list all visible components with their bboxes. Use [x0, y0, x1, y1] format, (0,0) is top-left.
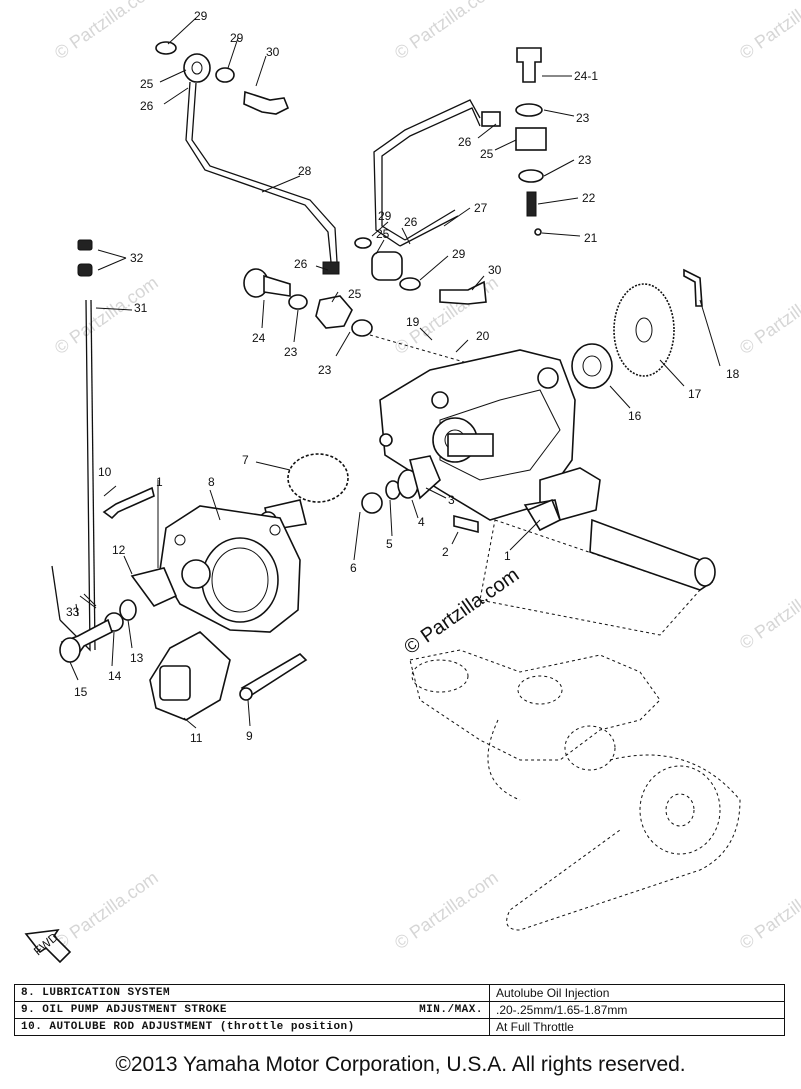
callout-29: 29	[452, 247, 466, 261]
callout-11: 11	[190, 731, 203, 745]
callout-23: 23	[318, 363, 332, 377]
watermark: © Partzilla.com	[51, 0, 162, 63]
spec-row: 9. OIL PUMP ADJUSTMENT STROKE MIN./MAX. .…	[14, 1001, 785, 1019]
spec-value: At Full Throttle	[489, 1018, 785, 1036]
callout-29: 29	[378, 209, 392, 223]
oil-delivery-pipe-left	[155, 41, 340, 275]
spec-value: .20-.25mm/1.65-1.87mm	[489, 1001, 785, 1019]
engine-reference-outline	[409, 519, 741, 931]
callout-4: 4	[418, 515, 425, 529]
callout-19: 19	[406, 315, 420, 329]
leader-lines	[69, 17, 721, 729]
callout-17: 17	[688, 387, 702, 401]
callout-14: 14	[108, 669, 122, 683]
callout-30: 30	[266, 45, 280, 59]
callout-18: 18	[726, 367, 740, 381]
callout-29: 29	[230, 31, 244, 45]
parts-diagram: © Partzilla.com © Partzilla.com © Partzi…	[24, 0, 801, 964]
spec-name: 9. OIL PUMP ADJUSTMENT STROKE	[21, 1004, 227, 1016]
callout-28: 28	[298, 164, 312, 178]
gear-and-cover	[159, 453, 349, 633]
watermark: © Partzilla.com	[736, 272, 801, 358]
spec-row: 10. AUTOLUBE ROD ADJUSTMENT (throttle po…	[14, 1018, 785, 1036]
callout-27: 27	[474, 201, 488, 215]
spec-left-cell: 8. LUBRICATION SYSTEM	[14, 984, 490, 1002]
spec-row: 8. LUBRICATION SYSTEM Autolube Oil Injec…	[14, 984, 785, 1002]
callout-13: 13	[130, 651, 144, 665]
spec-name: 10. AUTOLUBE ROD ADJUSTMENT (throttle po…	[21, 1021, 355, 1033]
callout-26: 26	[458, 135, 472, 149]
callout-26: 26	[404, 215, 418, 229]
callout-6: 6	[350, 561, 357, 575]
spec-value: Autolube Oil Injection	[489, 984, 785, 1002]
gear-disc-assembly	[571, 268, 703, 389]
callout-23: 23	[576, 111, 590, 125]
banjo-bolt-assembly	[243, 268, 521, 379]
callout-20: 20	[476, 329, 490, 343]
callout-2: 2	[442, 545, 449, 559]
callout-29: 29	[194, 9, 208, 23]
watermark: © Partzilla.com	[51, 867, 162, 953]
watermark-main: © Partzilla.com	[400, 564, 523, 659]
autolube-rod	[51, 239, 97, 652]
callout-8: 8	[208, 475, 215, 489]
callout-1: 1	[156, 475, 163, 489]
callout-25: 25	[140, 77, 154, 91]
watermark: © Partzilla.com	[51, 272, 162, 358]
callout-23: 23	[578, 153, 592, 167]
watermark: © Partzilla.com	[391, 867, 502, 953]
callout-10: 10	[98, 465, 112, 479]
callout-labels: 29 29 30 25 26 28 24-1 23 26 25 23 22 21…	[66, 9, 740, 745]
callout-16: 16	[628, 409, 642, 423]
callout-24-1: 24-1	[574, 69, 598, 83]
callout-9: 9	[246, 729, 253, 743]
callout-26: 26	[140, 99, 154, 113]
callout-26: 26	[294, 257, 308, 271]
callout-3: 3	[448, 493, 455, 507]
spec-left-cell: 10. AUTOLUBE ROD ADJUSTMENT (throttle po…	[14, 1018, 490, 1036]
callout-31: 31	[134, 301, 148, 315]
callout-5: 5	[386, 537, 393, 551]
spec-qualifier: MIN./MAX.	[419, 1004, 483, 1016]
callout-7: 7	[242, 453, 249, 467]
watermark: © Partzilla.com	[736, 567, 801, 653]
callout-23: 23	[284, 345, 298, 359]
callout-24: 24	[252, 331, 266, 345]
callout-22: 22	[582, 191, 596, 205]
callout-33: 33	[66, 605, 80, 619]
callout-30: 30	[488, 263, 502, 277]
copyright-notice: ©2013 Yamaha Motor Corporation, U.S.A. A…	[115, 1053, 686, 1076]
small-seals	[361, 455, 562, 534]
callout-25: 25	[480, 147, 494, 161]
spec-name: 8. LUBRICATION SYSTEM	[21, 987, 171, 999]
watermark: © Partzilla.com	[736, 0, 801, 63]
oil-delivery-pipe-right	[354, 47, 547, 305]
callout-21: 21	[584, 231, 598, 245]
callout-25: 25	[376, 227, 390, 241]
watermark: © Partzilla.com	[391, 0, 502, 63]
cover-fasteners	[59, 486, 308, 721]
watermark: © Partzilla.com	[736, 867, 801, 953]
callout-25: 25	[348, 287, 362, 301]
callout-12: 12	[112, 543, 126, 557]
spec-left-cell: 9. OIL PUMP ADJUSTMENT STROKE MIN./MAX.	[14, 1001, 490, 1019]
spec-table: 8. LUBRICATION SYSTEM Autolube Oil Injec…	[14, 984, 785, 1036]
callout-1: 1	[504, 549, 511, 563]
callout-15: 15	[74, 685, 88, 699]
callout-32: 32	[130, 251, 144, 265]
